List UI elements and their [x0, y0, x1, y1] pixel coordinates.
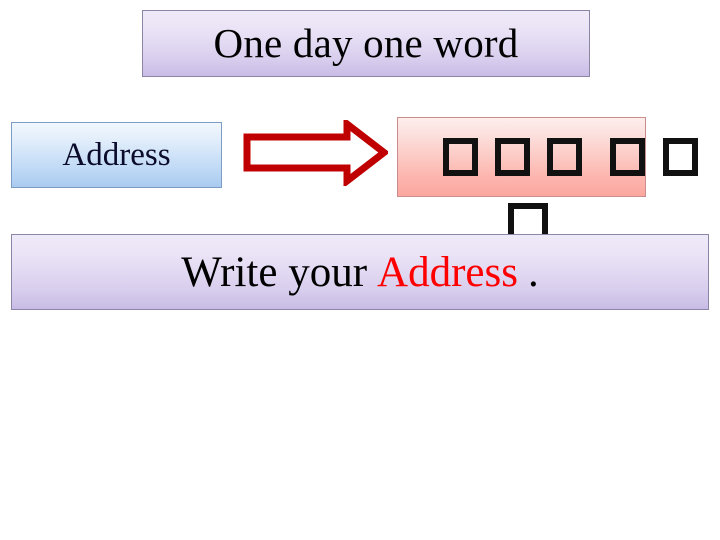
instruction-keyword: Address — [377, 248, 518, 296]
missing-glyph-box — [495, 138, 530, 176]
page-title: One day one word — [213, 20, 519, 66]
instruction-suffix: . — [527, 248, 539, 296]
missing-glyph-box — [547, 138, 582, 176]
word-label-box: Address — [11, 122, 222, 188]
missing-glyph-box — [443, 138, 478, 176]
answer-box — [397, 117, 646, 197]
word-label-text: Address — [62, 136, 171, 173]
right-arrow-icon — [243, 120, 388, 186]
missing-glyph-box — [663, 138, 698, 176]
title-banner: One day one word — [142, 10, 590, 77]
missing-glyph-box — [610, 138, 645, 176]
instruction-prefix: Write your — [181, 248, 368, 296]
